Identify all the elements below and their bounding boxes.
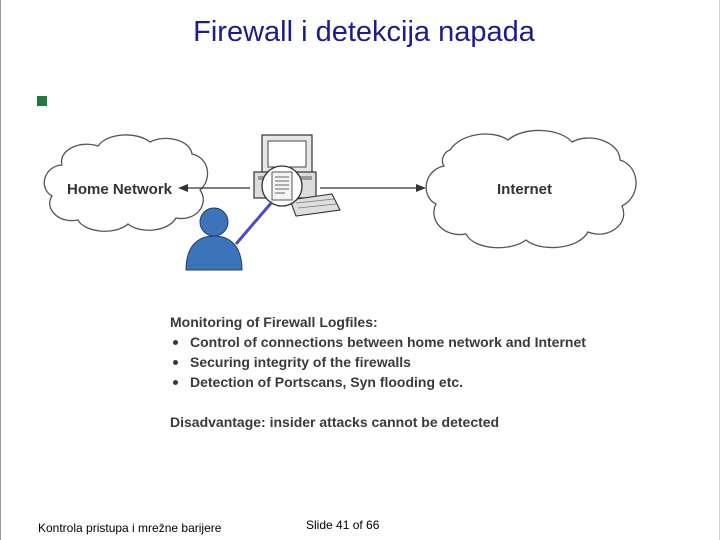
disadvantage-note: Disadvantage: insider attacks cannot be … [170, 414, 500, 430]
admin-link-line [234, 201, 274, 245]
arrow-home-firewall [178, 184, 250, 192]
home-network-label: Home Network [67, 181, 173, 198]
slide-title: Firewall i detekcija napada [193, 16, 535, 48]
list-item: Detection of Portscans, Syn flooding etc… [170, 372, 586, 392]
logfile-icon [261, 165, 303, 207]
footer-course-title: Kontrola pristupa i mrežne barijere [38, 521, 222, 535]
bullet-square-icon [37, 96, 47, 106]
monitoring-bullet-list: Control of connections between home netw… [170, 332, 586, 392]
footer-slide-number: Slide 41 of 66 [306, 518, 380, 532]
slide-left-border [0, 0, 1, 540]
administrator-person-icon [185, 207, 243, 271]
arrow-firewall-internet [320, 184, 426, 192]
internet-label: Internet [497, 181, 552, 198]
monitoring-heading: Monitoring of Firewall Logfiles: [170, 314, 378, 330]
internet-cloud: Internet [425, 129, 637, 249]
list-item: Control of connections between home netw… [170, 332, 586, 352]
list-item: Securing integrity of the firewalls [170, 352, 586, 372]
home-network-cloud: Home Network [43, 134, 209, 232]
monitoring-text-block: Monitoring of Firewall Logfiles: Control… [170, 312, 586, 432]
